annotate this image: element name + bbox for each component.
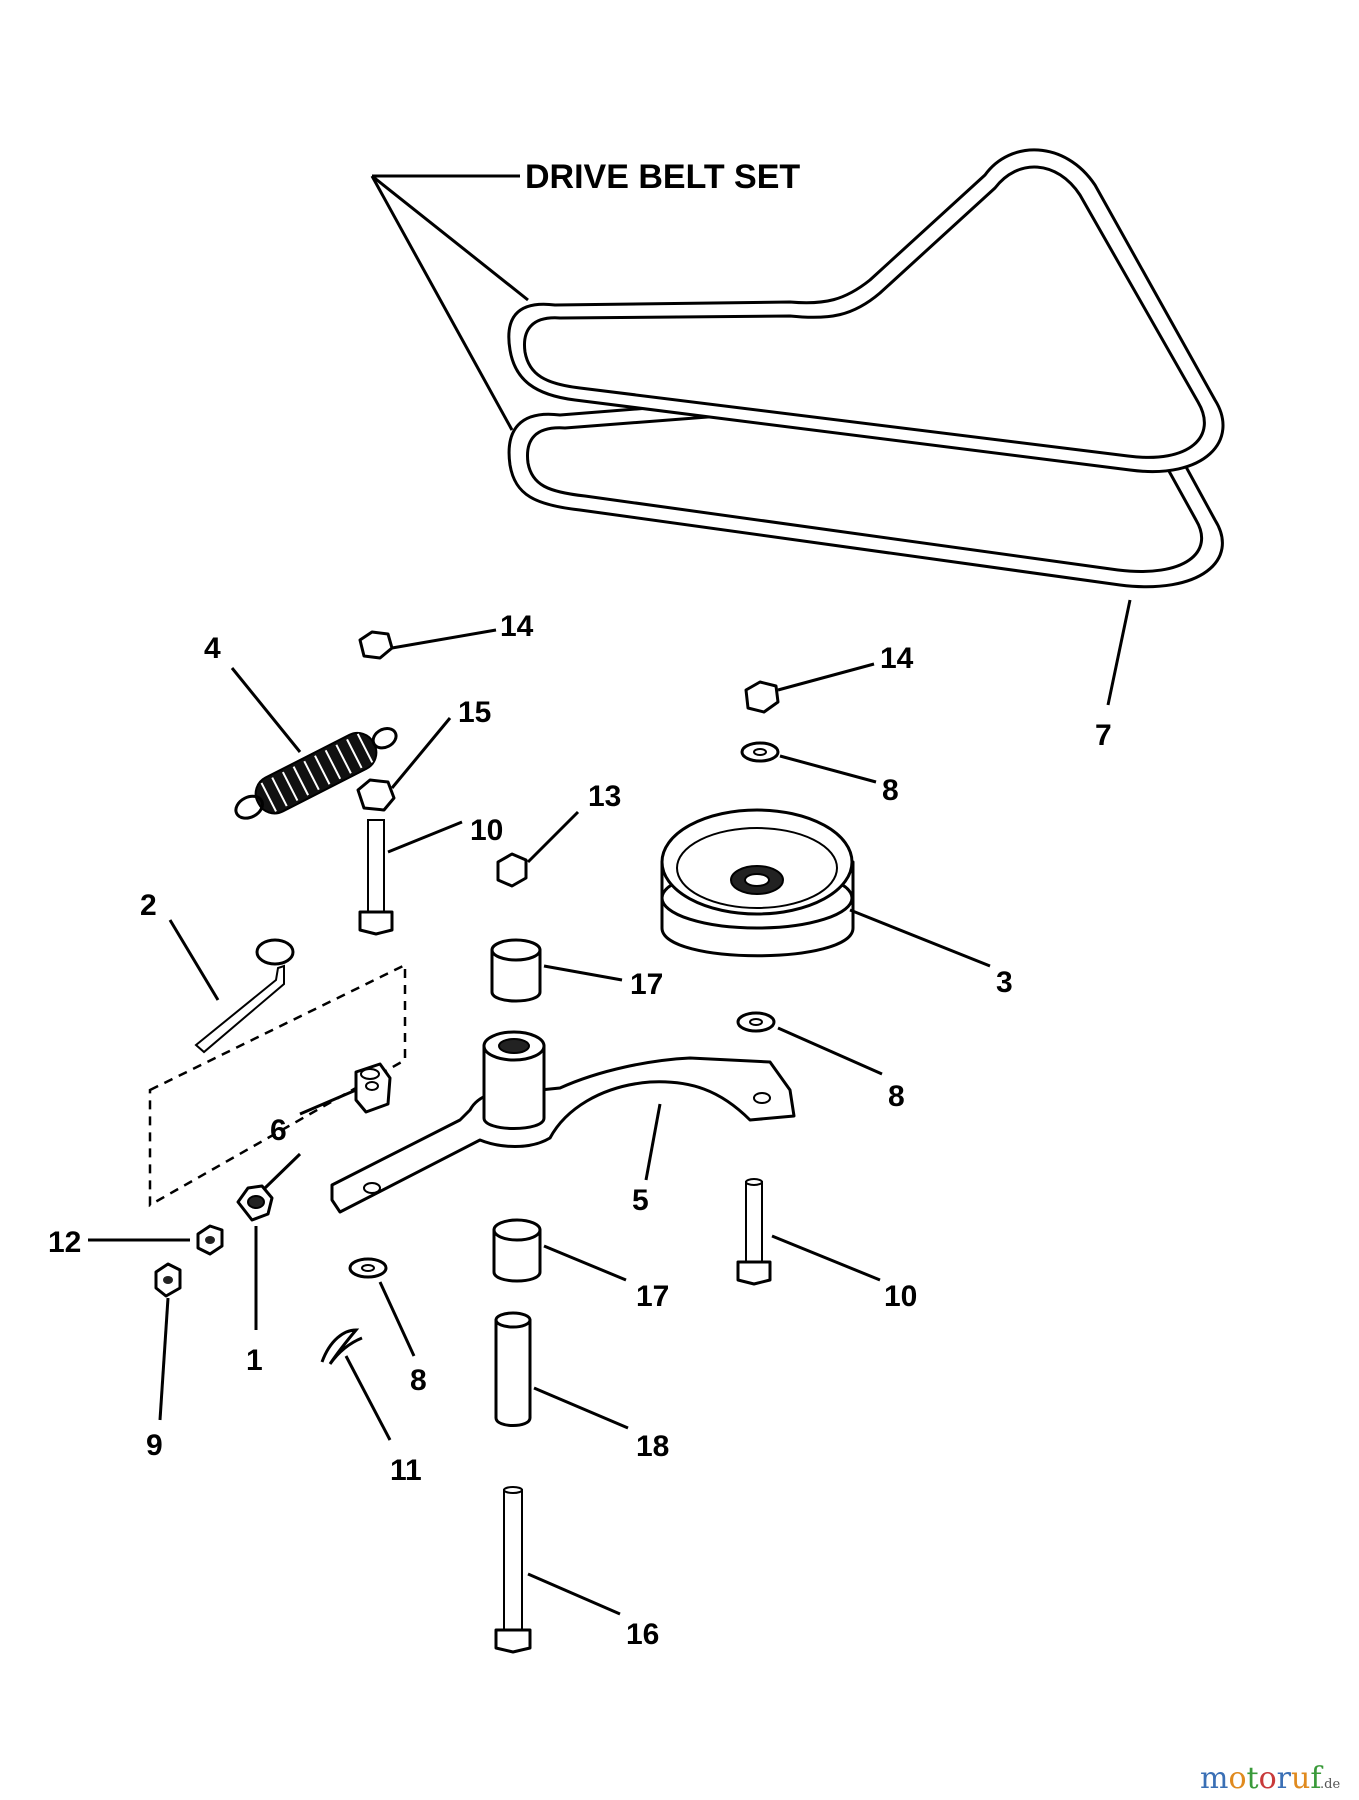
callout-16: 16 (626, 1618, 659, 1651)
part-17-spacer-upper: 17 (490, 938, 663, 1003)
part-14-nut-left: 14 (358, 610, 534, 660)
part-15-flange-nut: 15 (356, 696, 491, 812)
callout-14-left: 14 (500, 610, 534, 643)
callout-6: 6 (270, 1114, 287, 1147)
callout-7: 7 (1095, 719, 1112, 752)
callout-11: 11 (390, 1454, 422, 1487)
part-10-bolt-left: 10 (358, 814, 503, 936)
callout-1: 1 (246, 1344, 263, 1377)
leader-7 (1106, 599, 1132, 706)
part-18-pivot-tube: 18 (494, 1311, 669, 1463)
wm-letter: t (1247, 1761, 1259, 1796)
part-11-hair-pin: 11 (320, 1328, 422, 1487)
svg-text:motoruf: motoruf (1200, 1761, 1323, 1796)
callout-8-mid: 8 (888, 1080, 905, 1113)
part-1-bushing: 1 (236, 1152, 302, 1377)
belt-set-title: DRIVE BELT SET (525, 158, 800, 196)
callout-10-left: 10 (470, 814, 503, 847)
part-2-handle-rod: 2 (140, 889, 295, 1054)
wm-suffix: .de (1320, 1777, 1340, 1792)
callout-14-right: 14 (880, 642, 914, 675)
callout-15: 15 (458, 696, 491, 729)
part-3-idler-pulley: 3 (660, 808, 1013, 999)
wm-letter: o (1228, 1761, 1246, 1796)
wm-letter: r (1277, 1761, 1292, 1796)
callout-3: 3 (996, 966, 1013, 999)
callout-9: 9 (146, 1429, 163, 1462)
watermark-motoruf: motoruf .de (1200, 1761, 1340, 1796)
belt-set-leader-lower (370, 175, 514, 431)
callout-8-lower: 8 (410, 1364, 427, 1397)
callout-17-upper: 17 (630, 968, 663, 1001)
callout-2: 2 (140, 889, 157, 922)
assembly-guide-dash (148, 962, 407, 1208)
upper-belt (507, 148, 1225, 473)
belt-set-leader-upper (371, 174, 529, 302)
part-9-nut: 9 (146, 1262, 182, 1462)
part-10-bolt-right: 10 (736, 1178, 917, 1313)
wm-letter: u (1291, 1761, 1310, 1796)
callout-12: 12 (48, 1226, 81, 1259)
part-8-washer-lower: 8 (348, 1257, 427, 1397)
callout-4: 4 (204, 632, 221, 665)
callout-13: 13 (588, 780, 621, 813)
part-8-washer-top: 8 (740, 741, 899, 807)
callout-18: 18 (636, 1430, 669, 1463)
wm-letter: m (1200, 1761, 1228, 1796)
part-14-nut-right: 14 (744, 642, 914, 714)
part-17-spacer-lower: 17 (492, 1218, 669, 1313)
wm-letter: f (1310, 1761, 1323, 1796)
callout-10-right: 10 (884, 1280, 917, 1313)
callout-17-lower: 17 (636, 1280, 669, 1313)
drive-belt-set: DRIVE BELT SET (370, 148, 1225, 589)
callout-5: 5 (632, 1184, 649, 1217)
part-5-idler-arm: 5 (330, 1030, 796, 1217)
part-6-ferrule-block: 6 (270, 1062, 392, 1147)
wm-letter: o (1259, 1761, 1277, 1796)
callout-8-top: 8 (882, 774, 899, 807)
part-4-spring: 4 (204, 632, 398, 820)
part-16-long-bolt: 16 (494, 1486, 659, 1654)
part-13-nut: 13 (496, 780, 621, 888)
part-12-nut: 12 (48, 1224, 224, 1259)
part-8-washer-mid: 8 (736, 1011, 905, 1113)
